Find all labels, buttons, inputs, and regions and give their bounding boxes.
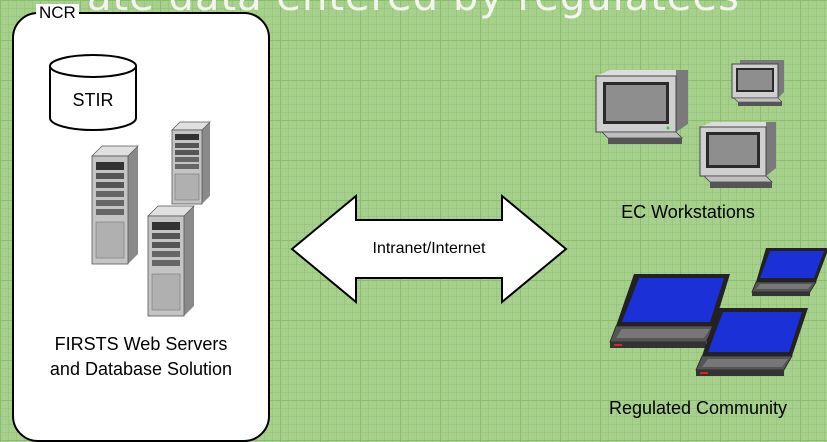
laptop-icon	[751, 248, 827, 296]
database-label: STIR	[72, 90, 114, 110]
laptop-icon	[609, 274, 730, 348]
ncr-label: NCR	[36, 4, 79, 22]
database-icon	[49, 54, 137, 131]
server-icon	[147, 205, 195, 317]
double-arrow-icon	[290, 193, 568, 305]
regulated-community-label: Regulated Community	[608, 398, 788, 418]
laptop-icon	[695, 308, 808, 376]
desktop-computer-icon	[699, 122, 776, 188]
desktop-computer-icon	[731, 60, 784, 106]
server-icon	[171, 121, 211, 205]
ncr-caption-line1: FIRSTS Web Servers	[54, 334, 228, 354]
server-icon	[91, 145, 139, 265]
ec-workstations-label: EC Workstations	[621, 202, 755, 222]
desktop-computer-icon	[595, 70, 688, 144]
connection-label: Intranet/Internet	[372, 240, 486, 257]
ncr-caption-line2: and Database Solution	[49, 359, 233, 379]
